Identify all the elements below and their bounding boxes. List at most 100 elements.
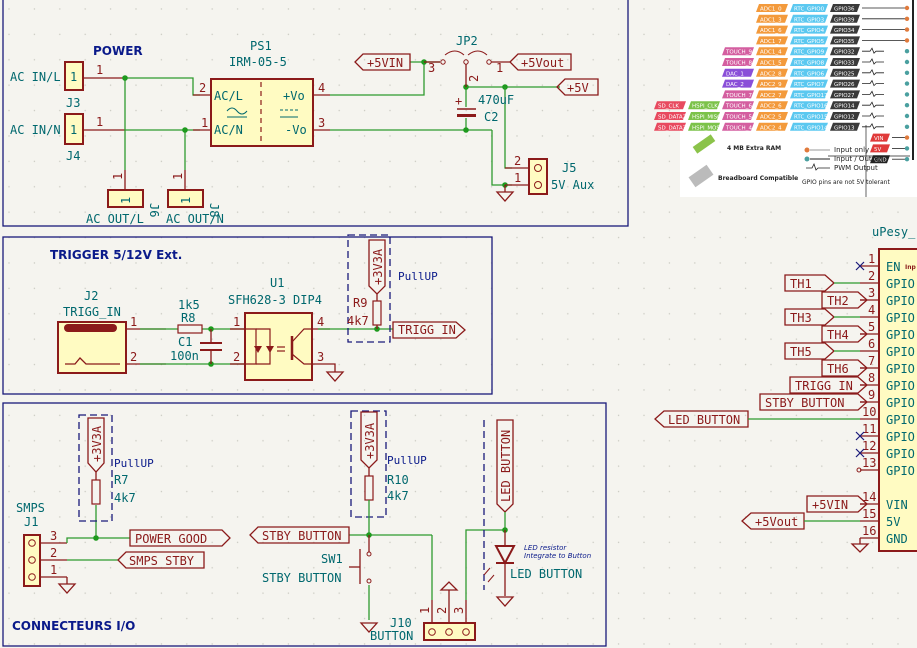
svg-text:GPIO: GPIO xyxy=(886,311,915,325)
label-5vin[interactable]: +5VIN xyxy=(354,53,411,71)
j8-label: AC OUT/N xyxy=(166,212,224,226)
svg-text:SD_CLK: SD_CLK xyxy=(658,104,679,110)
net-label-trigg-in[interactable]: TRIGG IN xyxy=(789,376,868,394)
svg-text:J10: J10 xyxy=(390,616,412,630)
trigger-frame xyxy=(2,236,493,395)
label-5vout[interactable]: +5Vout xyxy=(509,53,572,71)
svg-text:GPIO34: GPIO34 xyxy=(834,28,855,34)
net-label-th2[interactable]: TH2 xyxy=(821,291,868,309)
svg-text:GPIO39: GPIO39 xyxy=(834,17,855,23)
power-flag-3v3a[interactable]: +3V3A xyxy=(360,411,378,469)
svg-text:GPIO: GPIO xyxy=(886,464,915,478)
svg-text:STBY BUTTON: STBY BUTTON xyxy=(262,571,341,585)
svg-text:1: 1 xyxy=(50,563,57,577)
resistor-r7[interactable]: R7 4k7 xyxy=(91,472,136,505)
capacitor-c2[interactable]: + 470uF C2 xyxy=(455,93,514,124)
svg-text:Inp: Inp xyxy=(905,264,917,271)
mcu-pin-1[interactable]: 1EN xyxy=(855,252,900,274)
svg-text:SW1: SW1 xyxy=(321,552,343,566)
label-led-button[interactable]: LED BUTTON xyxy=(496,419,514,513)
optocoupler-u1[interactable]: U1 SFH628-3 DIP4 1 2 4 3 xyxy=(228,276,330,381)
connector-j3[interactable]: 1 AC IN/L J3 1 xyxy=(10,61,125,110)
connector-j8[interactable]: 1 1 J8 AC OUT/N xyxy=(166,170,224,226)
svg-text:10: 10 xyxy=(862,405,876,419)
svg-text:SD_DATA3: SD_DATA3 xyxy=(658,125,687,131)
net-label-th6[interactable]: TH6 xyxy=(821,359,868,377)
label-stby-button[interactable]: STBY BUTTON xyxy=(249,526,350,544)
net-label--5vout[interactable]: +5Vout xyxy=(741,512,860,530)
svg-text:RTC_GPIO5: RTC_GPIO5 xyxy=(794,39,825,45)
svg-text:1: 1 xyxy=(70,70,77,84)
connector-j5[interactable]: 2 1 J5 5V Aux xyxy=(505,154,594,195)
svg-text:TH3: TH3 xyxy=(790,311,812,325)
power-section: POWER 1 AC IN/L J3 1 1 AC IN/N J4 1 xyxy=(2,0,629,227)
jumper-jp2[interactable]: JP2 3 2 1 xyxy=(424,34,510,87)
led[interactable]: LED BUTTON LED resistor Integrate to But… xyxy=(483,530,591,596)
connector-j6[interactable]: 1 1 J6 AC OUT/L xyxy=(86,170,161,226)
svg-text:GPIO25: GPIO25 xyxy=(834,71,855,77)
label-power-good[interactable]: POWER GOOD xyxy=(129,529,231,547)
power-flag-3v3a[interactable]: +3V3A xyxy=(87,417,105,473)
svg-text:uPesy_: uPesy_ xyxy=(872,225,916,239)
svg-text:5V Aux: 5V Aux xyxy=(551,178,594,192)
power-flag-3v3a[interactable]: +3V3A xyxy=(368,239,386,295)
net-label-stby-button[interactable]: STBY BUTTON xyxy=(759,393,868,411)
net-label-th3[interactable]: TH3 xyxy=(784,308,860,326)
pinout-row: GPIO13RTC_GPIO14ADC2_4TOUCH_4HSPI_MOSISD… xyxy=(654,122,910,131)
switch-sw1[interactable]: SW1 STBY BUTTON xyxy=(262,535,372,585)
resistor-r8[interactable]: 1k5 R8 xyxy=(177,298,203,334)
svg-text:RTC_GPIO6: RTC_GPIO6 xyxy=(794,71,825,77)
svg-text:Breadboard Compatible: Breadboard Compatible xyxy=(718,175,798,182)
pinout-row: GND xyxy=(870,155,910,164)
svg-text:470uF: 470uF xyxy=(478,93,514,107)
capacitor-c1[interactable]: C1 100n xyxy=(170,329,222,364)
net-label-th1[interactable]: TH1 xyxy=(784,274,860,292)
label-5v[interactable]: +5V xyxy=(556,78,599,96)
svg-text:+: + xyxy=(455,94,462,108)
mcu-upesy[interactable]: uPesy_ 1EN2GPIOTH13GPIOTH24GPIOTH35GPIOT… xyxy=(654,225,917,553)
connector-j4[interactable]: 1 AC IN/N J4 1 xyxy=(10,113,125,163)
j6-label: AC OUT/L xyxy=(86,212,144,226)
svg-text:4k7: 4k7 xyxy=(387,489,409,503)
svg-text:SD_DATA2: SD_DATA2 xyxy=(658,115,686,121)
j4-ref: J4 xyxy=(66,149,80,163)
svg-text:LED BUTTON: LED BUTTON xyxy=(668,413,740,427)
net-label-th4[interactable]: TH4 xyxy=(821,325,868,343)
power-supply-ps1[interactable]: PS1 IRM-05-5 2 1 4 3 AC/L AC/N +Vo -Vo xyxy=(193,39,330,147)
connector-j1[interactable]: SMPS J1 3 2 1 xyxy=(16,501,67,587)
net-label-led-button[interactable]: LED BUTTON xyxy=(654,410,860,428)
svg-text:R9: R9 xyxy=(353,296,367,310)
label-smps-stby[interactable]: SMPS STBY xyxy=(117,551,205,569)
svg-text:TRIGG IN: TRIGG IN xyxy=(398,323,456,337)
svg-text:SMPS STBY: SMPS STBY xyxy=(129,554,195,568)
svg-text:3: 3 xyxy=(452,607,466,614)
label-trigg-in[interactable]: TRIGG IN xyxy=(392,321,466,339)
connector-j10[interactable]: 1 2 3 J10 BUTTON xyxy=(370,581,476,643)
svg-text:GPIO33: GPIO33 xyxy=(834,61,855,67)
net-label-th5[interactable]: TH5 xyxy=(784,342,860,360)
svg-text:TH6: TH6 xyxy=(827,362,849,376)
svg-text:9: 9 xyxy=(868,388,875,402)
svg-text:ADC1_3: ADC1_3 xyxy=(760,17,782,23)
svg-text:1: 1 xyxy=(119,197,133,204)
svg-text:ADC2_9: ADC2_9 xyxy=(760,82,782,88)
resistor-r9[interactable]: R9 4k7 xyxy=(347,294,382,329)
net-label--5vin[interactable]: +5VIN xyxy=(806,495,868,513)
